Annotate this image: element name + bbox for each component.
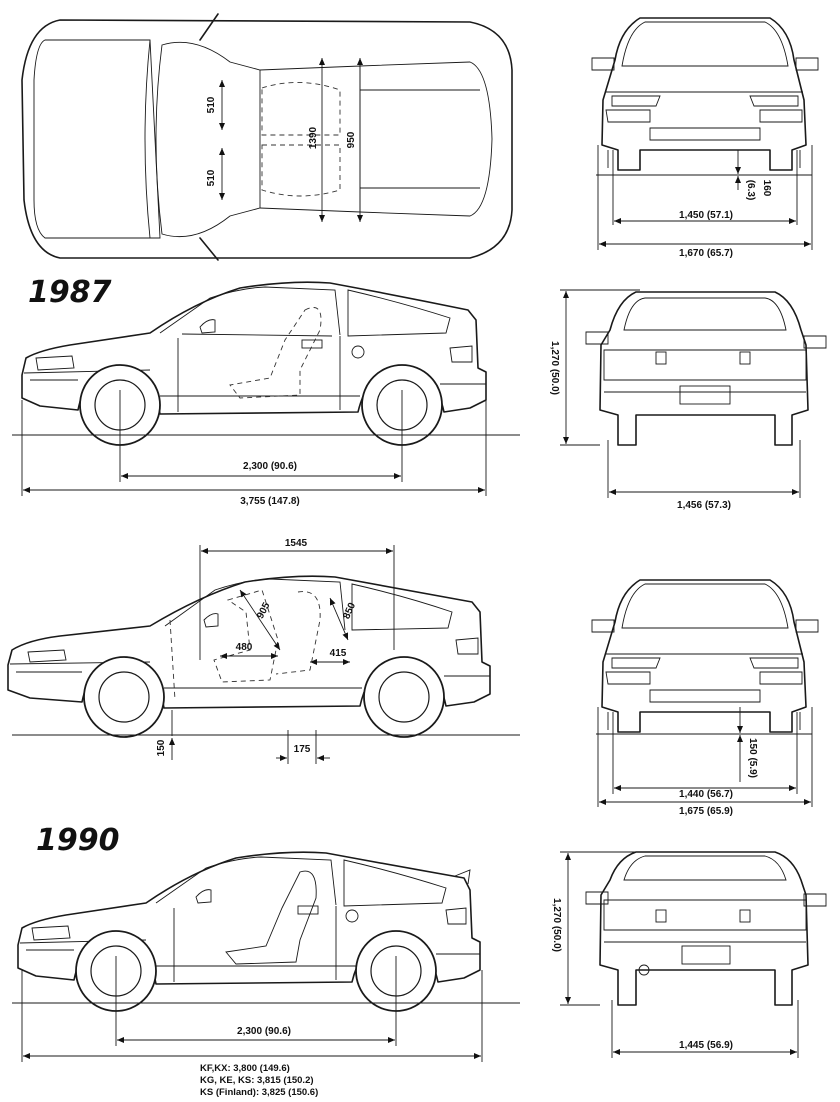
wheelbase-1987: 2,300 (90.6): [243, 461, 297, 472]
rear-view-1987-drawing: [560, 289, 827, 498]
top-view-drawing: [21, 13, 513, 261]
overall-length-1987: 3,755 (147.8): [240, 496, 300, 507]
ground-clearance-1987-in: (6.3): [745, 180, 756, 201]
wheelbase-1990: 2,300 (90.6): [237, 1026, 291, 1037]
cabin-width: 950: [346, 131, 357, 148]
front-view-1990-drawing: [591, 579, 819, 807]
rear-view-1990-drawing: [560, 851, 827, 1058]
knee-room: 415: [330, 648, 347, 659]
seat-offset: 480: [236, 642, 253, 653]
seat-spacing: 1390: [308, 126, 319, 149]
rear-track-1987: 1,456 (57.3): [677, 500, 731, 511]
seat-width-2: 510: [206, 169, 217, 186]
length-note-3: KS (Finland): 3,825 (150.6): [200, 1087, 318, 1098]
height-1990: 1,270 (50.0): [551, 898, 562, 952]
interior-side-drawing: [7, 545, 520, 764]
headroom-front: 905: [255, 600, 273, 620]
front-view-1987-drawing: [591, 17, 819, 250]
front-track-1987: 1,450 (57.1): [679, 210, 733, 221]
height-1987: 1,270 (50.0): [549, 341, 560, 395]
length-note-1: KF,KX: 3,800 (149.6): [200, 1063, 290, 1074]
ground-clearance-1990: 150 (5.9): [747, 738, 758, 778]
length-note-2: KG, KE, KS: 3,815 (150.2): [200, 1075, 314, 1086]
interior-length: 1545: [285, 538, 308, 549]
year-label-1987: 1987: [28, 275, 112, 310]
overall-width-1987: 1,670 (65.7): [679, 248, 733, 259]
seat-width-1: 510: [206, 96, 217, 113]
side-view-1987-drawing: [12, 281, 520, 496]
overall-width-1990: 1,675 (65.9): [679, 806, 733, 817]
year-label-1990: 1990: [36, 823, 120, 858]
ground-clearance-1987: 160: [761, 180, 772, 197]
floor-offset: 175: [294, 744, 311, 755]
rear-track-1990: 1,445 (56.9): [679, 1040, 733, 1051]
front-track-1990: 1,440 (56.7): [679, 789, 733, 800]
headroom-rear: 850: [341, 601, 358, 621]
side-view-1990-drawing: [12, 851, 520, 1062]
ground-offset: 150: [156, 739, 167, 756]
